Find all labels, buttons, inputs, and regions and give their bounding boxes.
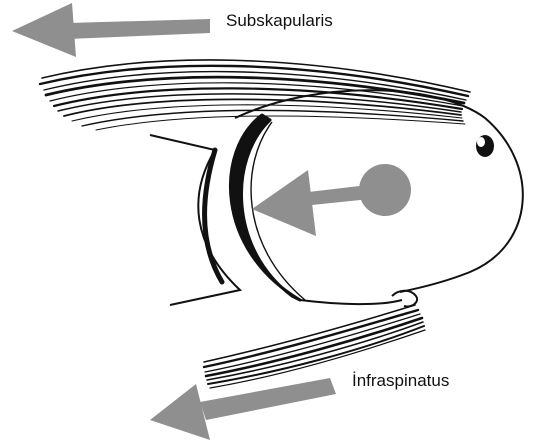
glenoid-outline bbox=[150, 135, 240, 305]
subscapularis-label: Subskapularis bbox=[226, 12, 333, 29]
tubercle-highlight bbox=[477, 137, 485, 147]
infraspinatus-arrow-shaft bbox=[200, 378, 336, 420]
infraspinatus-arrowhead bbox=[150, 384, 210, 440]
infraspinatus-label: İnfraspinatus bbox=[352, 372, 449, 389]
joint-compression-arrowhead bbox=[252, 170, 316, 236]
inferior-capsule-line bbox=[392, 291, 417, 307]
infraspinatus-force-arrow bbox=[150, 378, 336, 440]
subscapularis-arrowhead bbox=[12, 3, 76, 57]
glenoid-inner-rim bbox=[205, 150, 222, 282]
lower-joint-margin bbox=[300, 300, 402, 304]
joint-compression-arrow bbox=[252, 164, 411, 236]
subscapularis-arrow-shaft bbox=[68, 19, 210, 39]
subscapularis-force-arrow bbox=[12, 3, 210, 57]
